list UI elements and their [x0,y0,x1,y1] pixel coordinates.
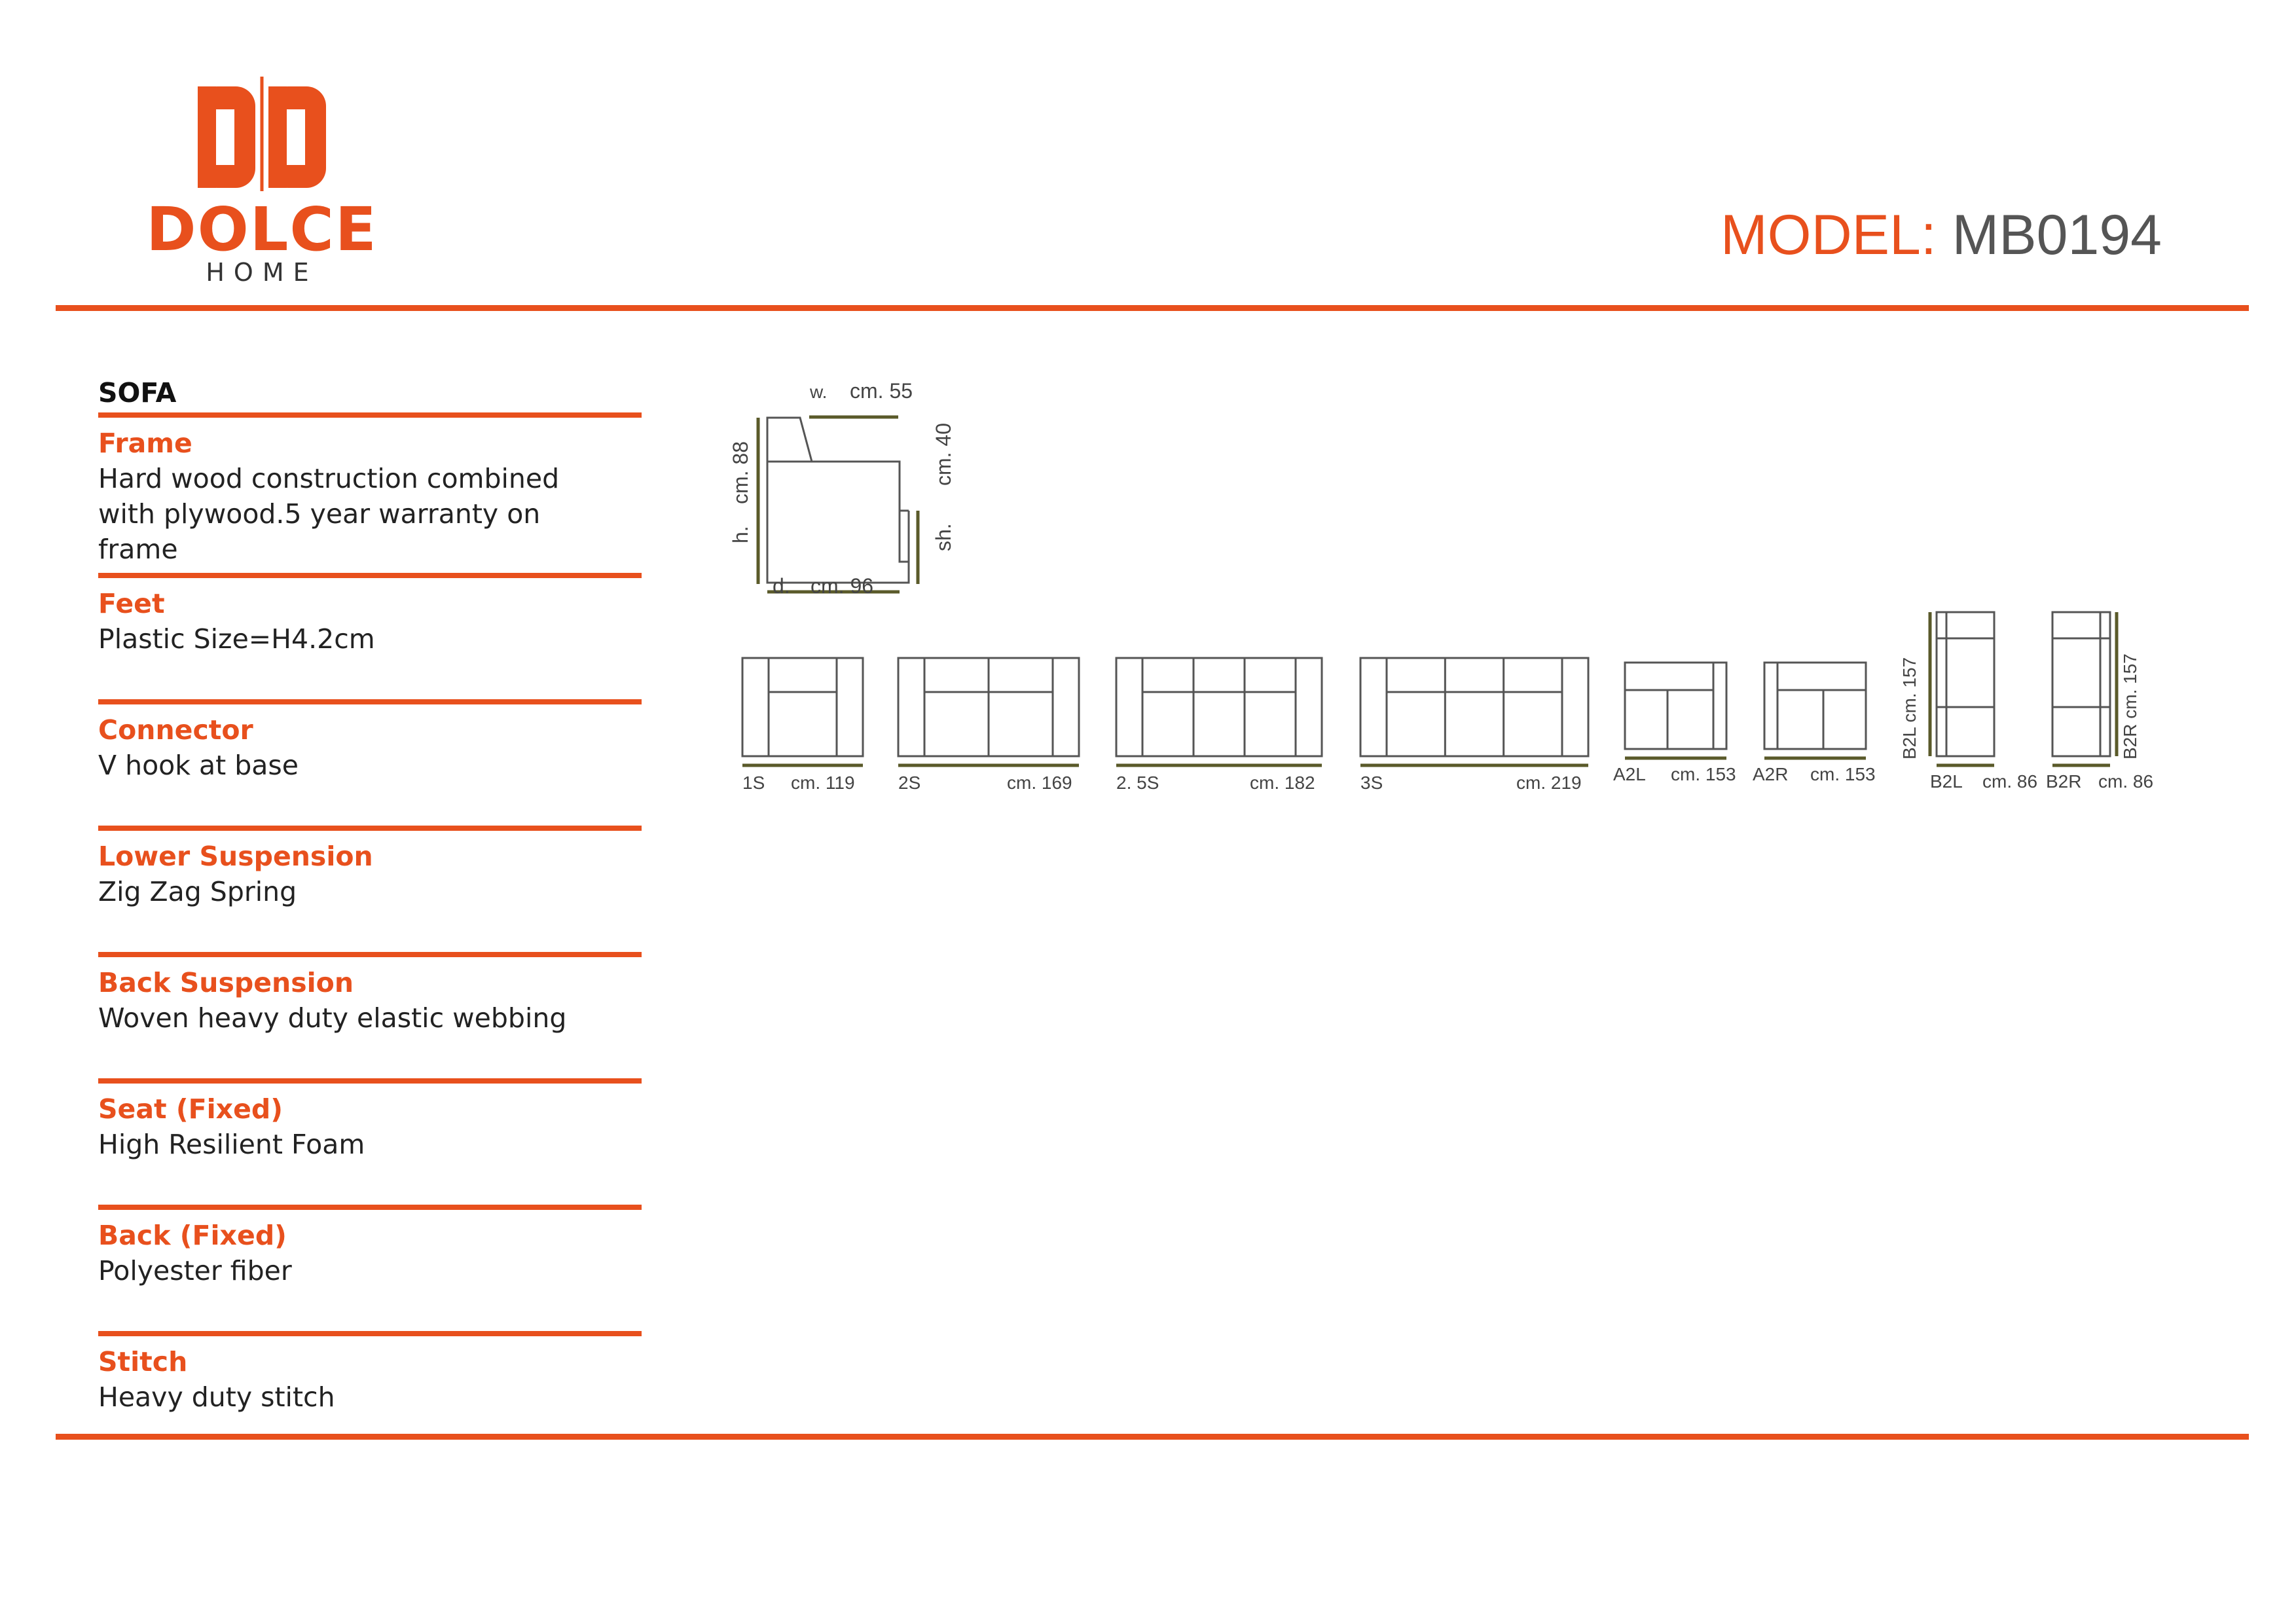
module-outline [1115,657,1323,757]
module-label: 2S [898,773,920,793]
module-label: cm. 86 [2098,771,2153,792]
depth-value: cm. 96 [811,574,873,598]
module-label: A2L [1613,764,1646,784]
module-outline [1763,661,1867,750]
side-view-dimension-lines [756,415,920,594]
module-label: cm. 219 [1516,773,1582,793]
spec-title: Stitch [98,1346,188,1377]
depth-label: d. [773,574,790,598]
brand-name: DOLCE [146,194,378,264]
seat-height-value: cm. 40 [932,423,955,486]
bottom-divider [56,1434,2249,1440]
spec-description: Plastic Size=H4.2cm [98,623,375,655]
spec-title: Back (Fixed) [98,1220,287,1251]
spec-title: Lower Suspension [98,841,373,872]
spec-description: Polyester fiber [98,1255,292,1286]
spec-title: Back Suspension [98,967,354,998]
module-label: 1S [742,773,765,793]
spec-description: Woven heavy duty elastic webbing [98,1002,567,1034]
side-view-drawing [766,416,910,584]
brand-sub: HOME [206,258,318,287]
module-outline [1624,661,1728,750]
spec-description: Hard wood construction combined with ply… [98,463,560,565]
module-label: B2L [1930,771,1963,792]
spec-description: High Resilient Foam [98,1129,365,1160]
module-label: 2. 5S [1116,773,1159,793]
module-label: B2R [2046,771,2081,792]
module-label: A2R [1753,764,1788,784]
module-label: cm. 119 [791,773,855,793]
height-value: cm. 88 [729,441,752,504]
spec-connector: Connector V hook at base [98,699,642,826]
module-label: B2L cm. 157 [1899,657,1920,759]
spec-description: Heavy duty stitch [98,1381,335,1413]
spec-title: Connector [98,714,253,746]
brand-logo: DOLCE HOME [137,73,386,289]
module-outline [1935,611,1995,757]
width-label: w. [809,382,827,402]
module-label: cm. 153 [1810,764,1876,784]
model-label: MODEL: [1721,204,1937,266]
spec-seat-fixed: Seat (Fixed) High Resilient Foam [98,1078,642,1205]
model-title: MODEL: MB0194 [1721,203,2162,268]
category-title: SOFA [98,377,177,409]
module-outline [1359,657,1590,757]
module-outline [2051,611,2111,757]
spec-back-fixed: Back (Fixed) Polyester fiber [98,1205,642,1331]
dd-monogram-icon [198,77,326,191]
module-label: cm. 182 [1250,773,1315,793]
spec-title: Frame [98,428,192,459]
spec-description: Zig Zag Spring [98,876,297,907]
module-label: 3S [1360,773,1383,793]
model-value: MB0194 [1952,204,2162,266]
spec-description: V hook at base [98,750,299,781]
module-label: cm. 86 [1982,771,2037,792]
module-label: cm. 169 [1007,773,1072,793]
module-label: cm. 153 [1671,764,1736,784]
module-drawings: 1S cm. 119 2S cm. 169 2. 5S cm. 182 3S cm. 219 A… [741,611,2153,793]
seat-height-label: sh. [932,523,955,551]
module-label: B2R cm. 157 [2120,653,2140,759]
top-divider [56,305,2249,311]
spec-title: Feet [98,588,165,619]
module-outline [741,657,864,757]
width-value: cm. 55 [850,379,913,403]
spec-title: Seat (Fixed) [98,1093,283,1125]
height-label: h. [729,526,752,543]
